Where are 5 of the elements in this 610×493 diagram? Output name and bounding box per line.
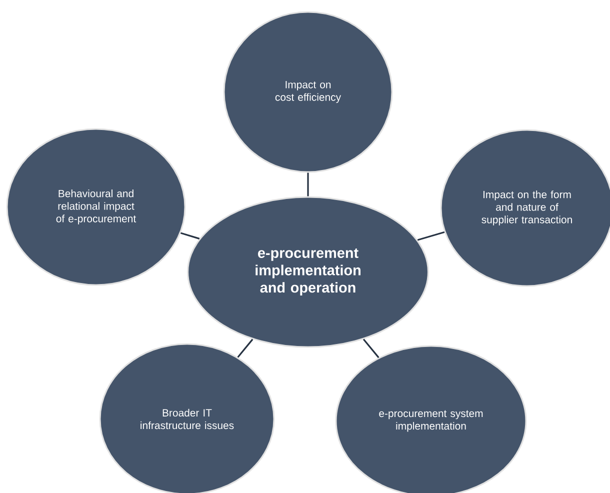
connector-line [237, 338, 254, 358]
connector-line [180, 232, 200, 240]
connector-line [362, 338, 380, 358]
connector-line [307, 172, 309, 196]
connector-line [417, 231, 445, 241]
